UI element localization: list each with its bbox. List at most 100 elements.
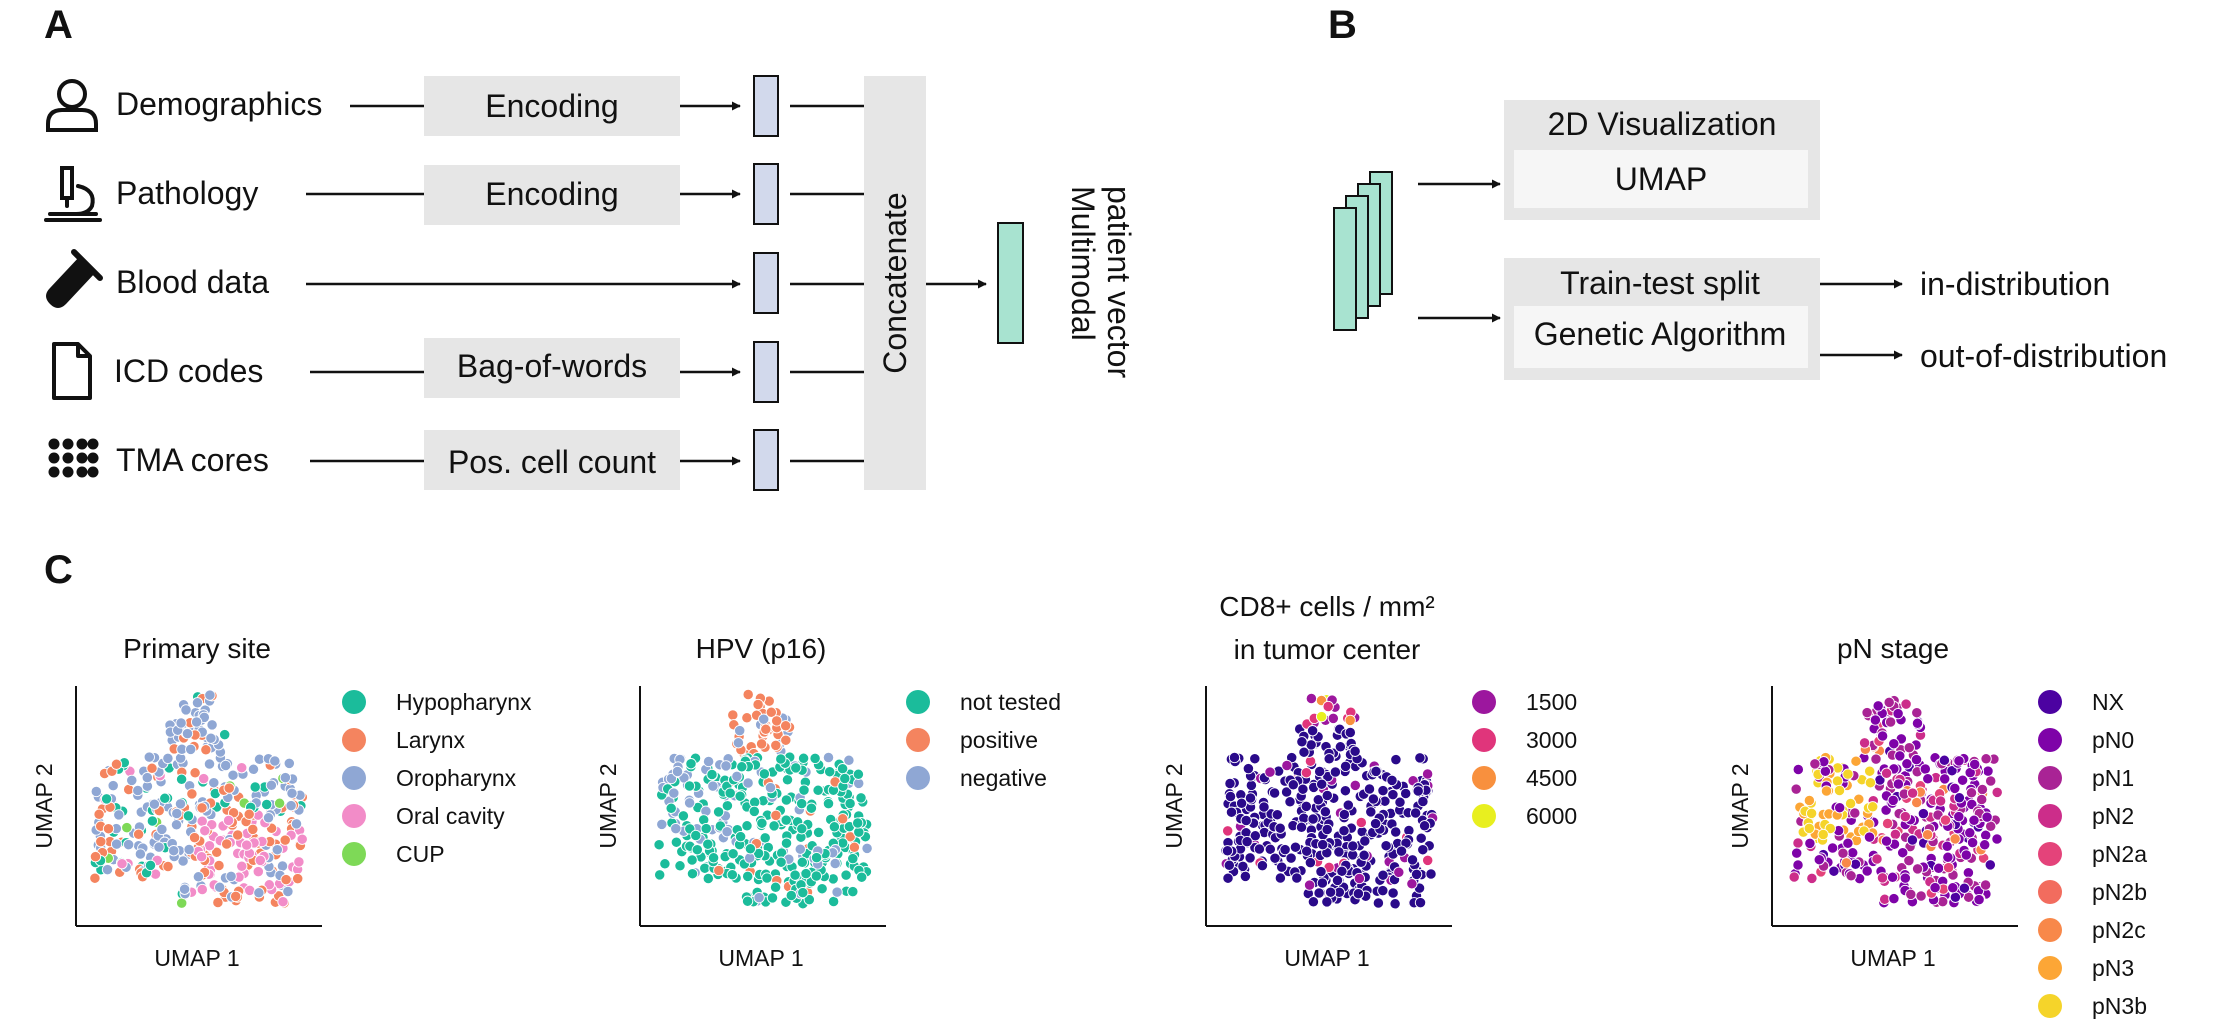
scatter-point	[1312, 794, 1324, 806]
scatter-point	[756, 817, 768, 829]
scatter-point	[1301, 845, 1313, 857]
scatter-point	[1969, 758, 1981, 771]
legend-label: CUP	[396, 841, 445, 867]
scatter-point	[829, 857, 841, 870]
legend-label: 6000	[1526, 803, 1577, 829]
process-box-pathology	[424, 165, 680, 225]
scatter-point	[263, 879, 275, 891]
scatter-point	[790, 762, 802, 774]
scatter-point	[1806, 872, 1818, 885]
scatter-point	[1847, 847, 1859, 859]
scatter-point	[798, 784, 810, 796]
scatter-point	[690, 829, 702, 842]
scatter-point	[1921, 829, 1934, 841]
scatter-point	[132, 828, 145, 840]
scatter-point	[249, 781, 261, 793]
scatter-point	[1792, 837, 1804, 849]
legend-marker	[2038, 880, 2062, 904]
legend-label: not tested	[960, 689, 1061, 715]
scatter-point	[797, 886, 809, 899]
scatter-point	[836, 763, 849, 775]
scatter-point	[225, 870, 237, 883]
scatter-point	[122, 838, 135, 851]
scatter-point	[1338, 825, 1350, 837]
scatter-point	[1842, 837, 1854, 849]
scatter-point	[760, 723, 772, 735]
genetic-inner-box	[1514, 306, 1808, 368]
scatter-point	[1377, 884, 1389, 897]
legend-label: Larynx	[396, 727, 466, 753]
scatter-point	[1850, 755, 1862, 767]
scatter-point	[293, 856, 305, 868]
scatter-point	[1268, 787, 1281, 799]
scatter-point	[1919, 763, 1931, 775]
scatter-point	[188, 831, 201, 844]
scatter-point	[1303, 879, 1316, 891]
scatter-point	[1296, 736, 1308, 748]
scatter-point	[1956, 774, 1969, 786]
scatter-point	[742, 870, 754, 883]
scatter-point	[812, 826, 825, 839]
scatter-point	[683, 797, 696, 809]
scatter-point	[1804, 837, 1816, 850]
scatter-point	[839, 772, 851, 785]
scatter-point	[1888, 738, 1900, 750]
scatter-point	[1334, 741, 1347, 753]
scatter-point	[744, 843, 757, 855]
scatter-point	[805, 802, 818, 814]
scatter-point	[1979, 879, 1992, 891]
scatter-point	[1991, 833, 2003, 845]
scatter-point	[204, 689, 216, 701]
scatter-point	[1339, 785, 1352, 797]
scatter-point	[1235, 797, 1248, 809]
scatter-point	[1307, 896, 1320, 908]
scatter-point	[1377, 784, 1389, 797]
scatter-point	[742, 777, 754, 789]
scatter-points	[1220, 692, 1439, 910]
scatter-point	[1300, 767, 1313, 779]
scatter-point	[177, 855, 189, 867]
scatter-point	[1221, 845, 1234, 857]
scatter-point	[1892, 707, 1904, 720]
scatter-point	[1834, 802, 1846, 814]
scatter-point	[1869, 714, 1882, 726]
split-title: Train-test split	[1560, 265, 1760, 301]
scatter-point	[741, 712, 753, 724]
y-axis-label: UMAP 2	[1161, 763, 1187, 848]
scatter-point	[1946, 765, 1958, 777]
scatter-point	[276, 860, 289, 872]
scatter-point	[1305, 692, 1318, 705]
scatter-point	[1880, 767, 1893, 779]
scatter-point	[132, 784, 144, 797]
legend-label: Hypopharynx	[396, 689, 532, 715]
scatter-point	[232, 829, 244, 841]
scatter-point	[764, 781, 777, 794]
scatter-point	[1244, 792, 1257, 804]
legend-label: Oral cavity	[396, 803, 505, 829]
legend-marker	[2038, 728, 2062, 752]
scatter-point	[731, 770, 743, 783]
scatter-point	[670, 836, 683, 848]
plot-title: pN stage	[1837, 633, 1949, 664]
scatter-point	[654, 869, 666, 881]
legend-marker	[2038, 842, 2062, 866]
scatter-point	[192, 871, 205, 883]
scatter-point	[1256, 859, 1269, 872]
scatter-point	[1414, 896, 1427, 909]
scatter-point	[285, 799, 297, 812]
scatter-point	[1316, 877, 1329, 889]
scatter-point	[223, 782, 235, 794]
process-label-tma: Pos. cell count	[448, 444, 656, 480]
scatter-point	[1300, 800, 1312, 813]
genetic-algorithm-label: Genetic Algorithm	[1534, 316, 1787, 352]
scatter-point	[1910, 753, 1923, 766]
scatter-point	[1222, 825, 1234, 837]
scatter-point	[1421, 768, 1434, 780]
scatter-point	[113, 809, 125, 821]
scatter-point	[800, 867, 812, 880]
legend-marker	[2038, 766, 2062, 790]
scatter-point	[761, 872, 773, 884]
source-label-icd-codes: ICD codes	[114, 353, 263, 389]
scatter-point	[1981, 811, 1993, 823]
